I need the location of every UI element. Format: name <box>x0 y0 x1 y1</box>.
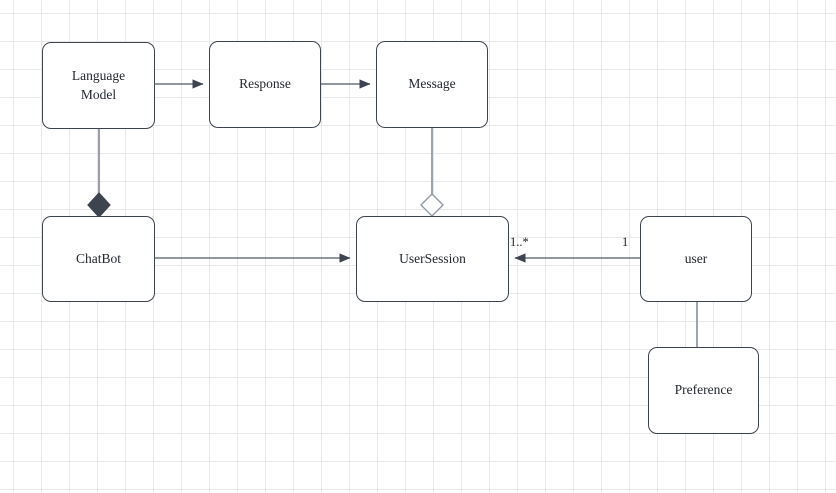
edge-label-multiplicity-one: 1 <box>622 235 629 249</box>
node-preference[interactable]: Preference <box>648 347 759 434</box>
node-label: UserSession <box>399 250 466 266</box>
node-label: Language Model <box>71 68 126 102</box>
node-usersession[interactable]: UserSession <box>356 216 509 302</box>
edge-language-model-to-chatbot <box>87 129 111 218</box>
node-language-model[interactable]: Language Model <box>42 42 155 129</box>
filled-diamond-icon <box>87 192 111 218</box>
hollow-diamond-icon <box>420 193 444 217</box>
node-label: Response <box>239 76 291 92</box>
node-message[interactable]: Message <box>376 41 488 128</box>
edge-message-to-usersession <box>420 128 444 217</box>
node-response[interactable]: Response <box>209 41 321 128</box>
node-label: Message <box>408 76 456 92</box>
node-label: Preference <box>674 382 733 398</box>
node-label: user <box>684 250 708 266</box>
node-user[interactable]: user <box>640 216 752 302</box>
node-label: ChatBot <box>75 250 121 266</box>
edge-label-multiplicity-many: 1..* <box>510 235 529 249</box>
node-chatbot[interactable]: ChatBot <box>42 216 155 302</box>
